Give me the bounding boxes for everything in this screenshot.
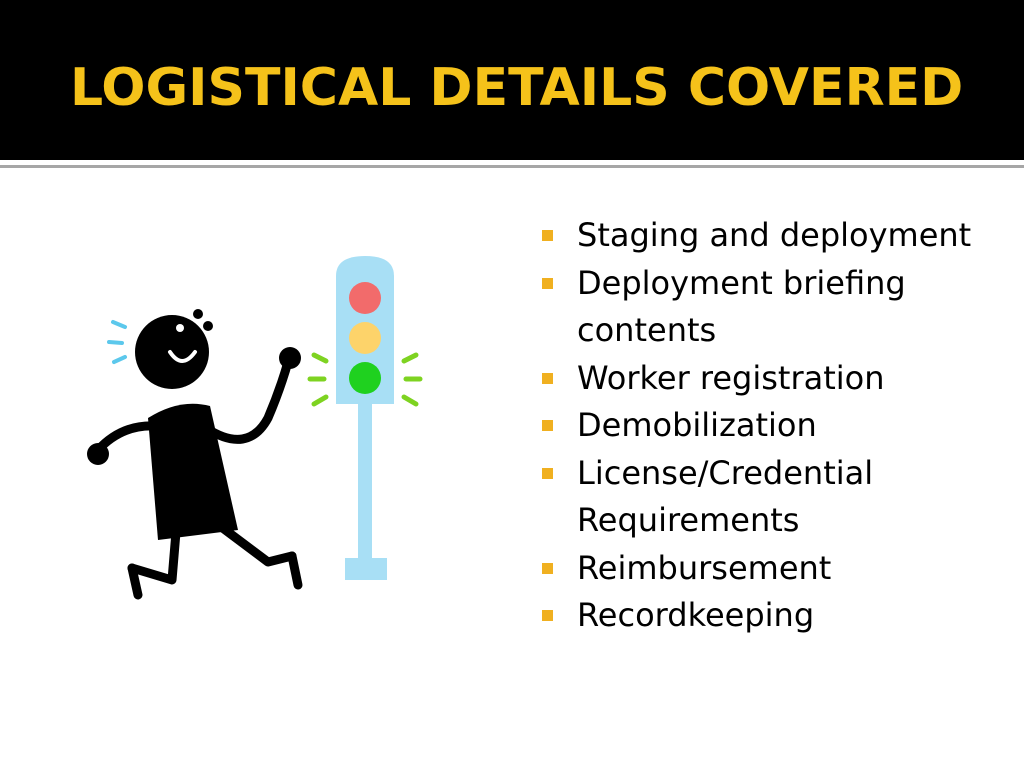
bullet-text: Worker registration <box>577 358 885 397</box>
bullet-text: Recordkeeping <box>577 596 815 634</box>
bullet-item: Recordkeeping <box>540 592 980 640</box>
bullet-square-icon <box>542 467 553 479</box>
bullet-text: Staging and deployment <box>577 216 972 254</box>
slide-title: LOGISTICAL DETAILS COVERED <box>70 58 964 118</box>
title-divider-gray <box>0 165 1024 168</box>
bullet-item: Deployment briefing contents <box>540 260 980 355</box>
title-divider-white <box>0 160 1024 165</box>
bullet-item: Reimbursement <box>540 545 980 593</box>
walking-person-traffic-light-clipart <box>87 256 423 600</box>
bullet-square-icon <box>542 230 553 241</box>
title-bar: LOGISTICAL DETAILS COVERED <box>0 0 1024 160</box>
walking-person-icon <box>87 309 303 600</box>
bullet-item: License/Credential Requirements <box>540 450 980 545</box>
bullet-text: Demobilization <box>577 406 817 444</box>
red-light-icon <box>349 282 381 314</box>
bullet-square-icon <box>542 372 553 384</box>
bullet-text: License/Credential Requirements <box>577 453 874 540</box>
bullet-square-icon <box>542 610 553 621</box>
bullet-item: Demobilization <box>540 402 980 450</box>
bullet-square-icon <box>542 277 553 289</box>
green-light-icon <box>349 362 381 394</box>
bullet-item: Worker registration <box>540 355 980 403</box>
traffic-light-icon <box>307 256 423 580</box>
bullet-text: Deployment briefing contents <box>577 263 906 350</box>
bullet-item: Staging and deployment <box>540 212 980 260</box>
yellow-light-icon <box>349 322 381 354</box>
bullet-square-icon <box>542 562 553 574</box>
bullet-square-icon <box>542 420 553 431</box>
bullet-text: Reimbursement <box>577 548 832 587</box>
